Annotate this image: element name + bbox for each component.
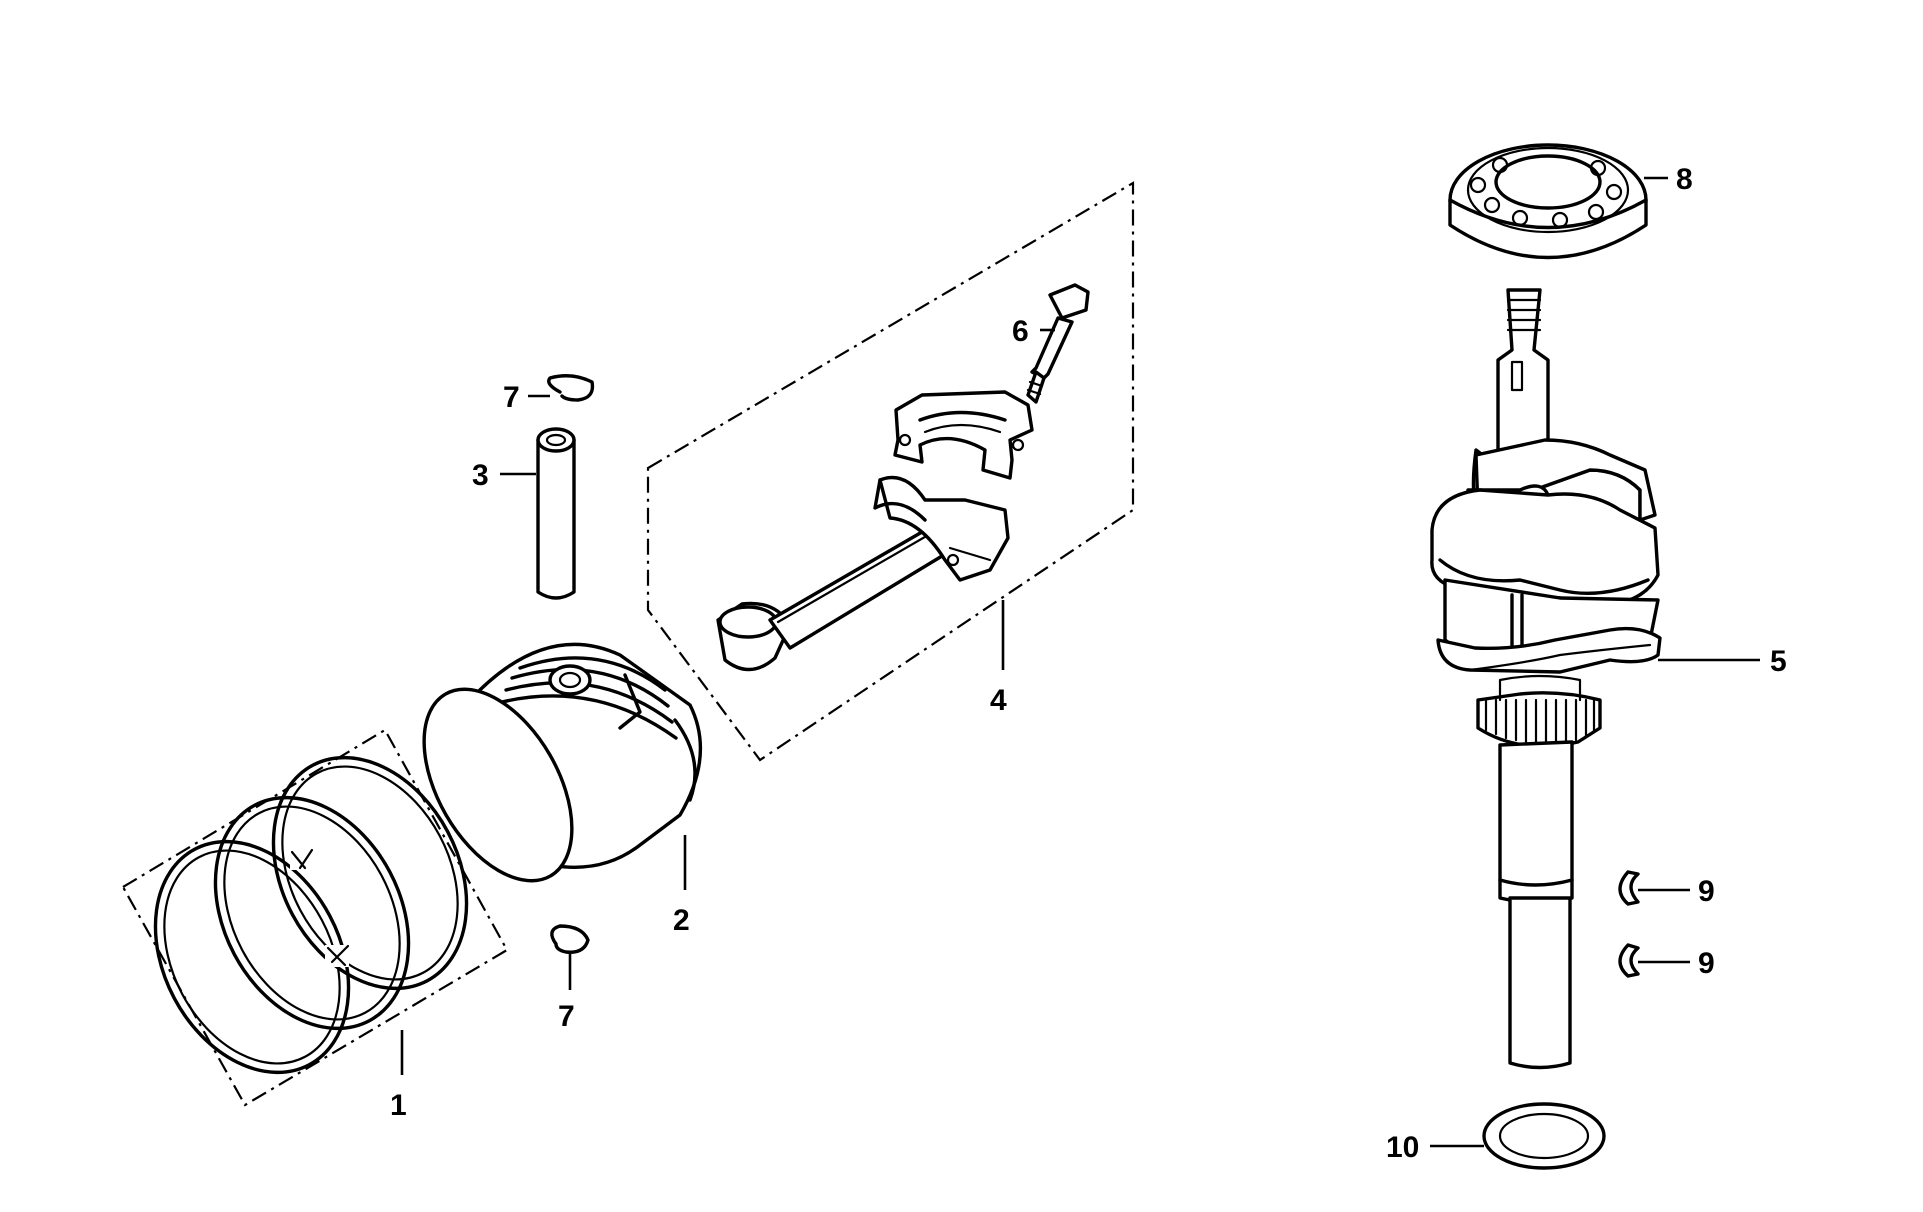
- piston: [422, 642, 703, 883]
- washer: [1482, 1102, 1606, 1170]
- callout-2: 2: [673, 904, 690, 937]
- leader-lines: [400, 176, 1760, 1148]
- piston-rings-group-box: [121, 728, 509, 1107]
- callout-9-lower: 9: [1698, 947, 1715, 980]
- callout-8: 8: [1676, 163, 1693, 196]
- ball-bearing: [1448, 143, 1648, 260]
- callout-10: 10: [1386, 1131, 1419, 1164]
- callout-9-upper: 9: [1698, 875, 1715, 908]
- piston-pin: [536, 427, 576, 600]
- pin-clip-lower: [550, 924, 590, 954]
- crankshaft: [1430, 288, 1662, 1070]
- callout-3: 3: [472, 459, 489, 492]
- connecting-rod-group-box: [646, 181, 1135, 762]
- callout-7-upper: 7: [503, 381, 520, 414]
- woodruff-key-lower: [1618, 943, 1640, 978]
- rod-cap: [893, 390, 1034, 480]
- piston-rings: [153, 755, 469, 1075]
- woodruff-key-upper: [1618, 870, 1640, 906]
- callout-7-lower: 7: [558, 1000, 575, 1033]
- callout-4: 4: [990, 684, 1007, 717]
- callout-1: 1: [390, 1089, 407, 1122]
- pin-clip-upper: [547, 374, 595, 402]
- rod-bolt: [1026, 283, 1090, 404]
- callout-5: 5: [1770, 645, 1787, 678]
- connecting-rod: [716, 475, 1010, 672]
- callout-6: 6: [1012, 315, 1029, 348]
